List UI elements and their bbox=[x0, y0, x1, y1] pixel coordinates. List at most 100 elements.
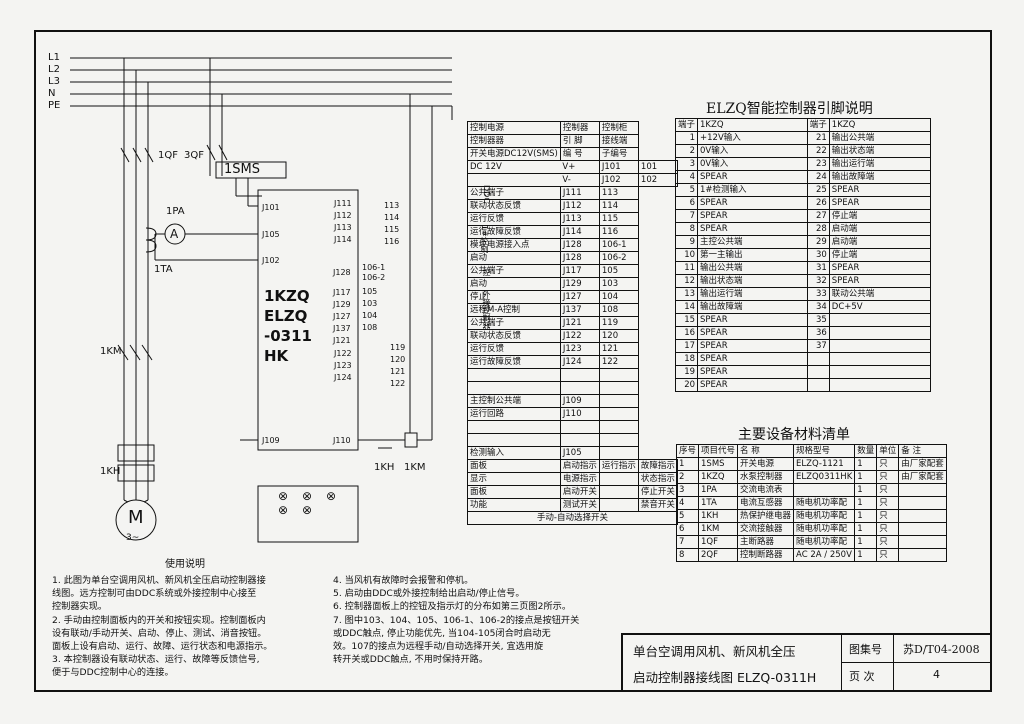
ctrl-dc-term: 102 bbox=[637, 173, 678, 187]
mat-cell: 交流接触器 bbox=[737, 522, 795, 536]
ctrl-head-cell: 接线端 bbox=[598, 134, 639, 148]
note-line: 效。107的接点为远程手动/自动选择开关, 宜选用旋 bbox=[333, 641, 544, 653]
pin-cell: +12V输入 bbox=[697, 131, 808, 145]
ctrl-head-cell: 控制器 bbox=[559, 121, 600, 135]
mat-head-cell: 单位 bbox=[876, 444, 900, 458]
ctrl-cell: 联动状态反馈 bbox=[467, 329, 561, 343]
note-line: 7. 图中103、104、105、106-1、106-2的接点是按钮开关 bbox=[333, 614, 580, 626]
sw-104: 104 bbox=[362, 311, 378, 320]
sw-106-1: 106-1 bbox=[362, 263, 386, 272]
ctrl-panel-cell: 显示 bbox=[467, 472, 561, 486]
pin-head-cell: 端子 bbox=[806, 118, 830, 132]
terminal-j114: J114 bbox=[334, 235, 352, 244]
note-line: 转开关或DDC触点, 不用时保持开路。 bbox=[333, 654, 489, 666]
pin-head-cell: 1KZQ bbox=[697, 118, 808, 132]
ctrl-cell: 120 bbox=[598, 329, 639, 343]
title-line-1: 单台空调用风机、新风机全压 bbox=[633, 644, 796, 659]
terminal-j112: J112 bbox=[334, 211, 352, 220]
mat-cell bbox=[898, 535, 947, 549]
pin-cell: 1 bbox=[674, 131, 699, 145]
mat-cell: 随电机功率配 bbox=[793, 509, 856, 523]
terminal-j137: J137 bbox=[333, 324, 351, 333]
mat-head-cell: 名 称 bbox=[737, 444, 795, 458]
ctrl-head-cell: 控制柜 bbox=[598, 121, 639, 135]
ctrl-cell: J129 bbox=[559, 277, 600, 291]
ctrl-blank-row bbox=[467, 420, 678, 434]
ctrl-head-row: 开关电源DC12V(SMS)编 号子编号 bbox=[467, 147, 678, 161]
ctrl-panel-cell bbox=[598, 485, 639, 499]
pin-cell: 26 bbox=[806, 196, 830, 210]
mat-cell: 1SMS bbox=[698, 457, 739, 471]
note-line: 设有联动/手动开关、启动、停止、测试、消音按钮。 bbox=[52, 627, 267, 639]
pin-cell: 23 bbox=[806, 157, 830, 171]
terminal-j124: J124 bbox=[334, 373, 352, 382]
pin-cell: 16 bbox=[674, 326, 699, 340]
pin-cell: 停止端 bbox=[828, 209, 932, 223]
mat-cell bbox=[898, 483, 947, 497]
ctrl-cell: 114 bbox=[598, 199, 639, 213]
note-line: 1. 此图为单台空调用风机、新风机全压启动控制器接 bbox=[52, 575, 266, 586]
ctrl-dc-polarity: V- bbox=[560, 173, 600, 187]
ctrl-cell bbox=[598, 394, 639, 408]
out-116: 116 bbox=[384, 237, 400, 246]
mat-cell: 只 bbox=[876, 548, 900, 562]
ctrl-group-label: 外接控制器 bbox=[482, 290, 491, 330]
ctrl-panel-cell: 停止开关 bbox=[637, 485, 678, 499]
pin-cell: 20 bbox=[674, 378, 699, 392]
pin-cell: 1#检测输入 bbox=[697, 183, 808, 197]
ctrl-panel-row: 面板启动开关停止开关 bbox=[467, 485, 678, 499]
ctrl-head-cell: 控制器器 bbox=[467, 134, 561, 148]
ctrl-blank-cell bbox=[598, 368, 639, 382]
label-1kh: 1KH bbox=[100, 466, 121, 477]
label-3qf: 3QF bbox=[184, 150, 204, 161]
terminal-j105: J105 bbox=[262, 230, 280, 239]
mat-cell: 只 bbox=[876, 470, 900, 484]
label-1pa: 1PA bbox=[166, 206, 185, 217]
pin-head-cell: 端子 bbox=[674, 118, 699, 132]
pin-cell: 33 bbox=[806, 287, 830, 301]
ctrl-cell: 103 bbox=[598, 277, 639, 291]
ctrl-dc-pin: J102 bbox=[598, 173, 639, 187]
terminal-j128: J128 bbox=[333, 268, 351, 277]
pin-cell: 输出故障端 bbox=[828, 170, 932, 184]
ctrl-dc-label: DC 12V bbox=[467, 160, 561, 174]
pin-cell: 34 bbox=[806, 300, 830, 314]
pin-cell: 启动端 bbox=[828, 222, 932, 236]
mat-cell: 开关电源 bbox=[737, 457, 795, 471]
pin-cell: 36 bbox=[806, 326, 830, 340]
mat-cell: 控制断路器 bbox=[737, 548, 795, 562]
ctrl-blank-cell bbox=[467, 381, 561, 395]
sw-106-2: 106-2 bbox=[362, 273, 386, 282]
pin-cell: 29 bbox=[806, 235, 830, 249]
ctrl-cell: 启动 bbox=[467, 277, 561, 291]
pin-cell: 0V输入 bbox=[697, 157, 808, 171]
mat-cell: 1KZQ bbox=[698, 470, 739, 484]
motor-phase: 3~ bbox=[126, 533, 140, 543]
mat-head-cell: 数量 bbox=[854, 444, 878, 458]
mat-head-cell: 备 注 bbox=[898, 444, 947, 458]
ctrl-cell: 116 bbox=[598, 225, 639, 239]
label-1qf: 1QF bbox=[158, 150, 178, 161]
mat-head-cell: 序号 bbox=[675, 444, 700, 458]
ctrl-cell: 运行故障反馈 bbox=[467, 355, 561, 369]
mat-cell: AC 2A / 250V bbox=[793, 548, 856, 562]
mat-cell: 1PA bbox=[698, 483, 739, 497]
pin-cell: SPEAR bbox=[697, 170, 808, 184]
mat-cell bbox=[898, 548, 947, 562]
pin-cell bbox=[806, 352, 830, 366]
bus-label-l2: L2 bbox=[48, 64, 60, 75]
mat-cell: 电流互感器 bbox=[737, 496, 795, 510]
pin-cell: 10 bbox=[674, 248, 699, 262]
